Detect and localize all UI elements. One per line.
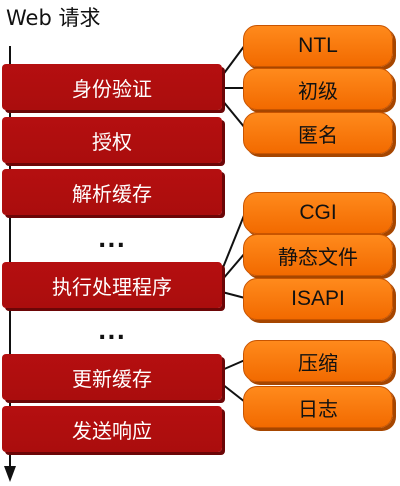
stage-resolve-cache: 解析缓存 [2,169,222,215]
option-static-file: 静态文件 [243,234,393,276]
stage-label: 身份验证 [72,76,152,101]
connector-update-log [221,383,246,403]
connector-auth-ntl [221,44,246,77]
connector-handler-isapi [221,291,246,299]
option-anonymous: 匿名 [243,112,393,154]
stage-execute-handler: 执行处理程序 [2,262,222,308]
connector-handler-static [221,252,246,281]
stage-label: 更新缓存 [72,366,152,391]
ellipsis-2: ... [97,320,127,345]
option-basic: 初级 [243,68,393,110]
stage-label: 发送响应 [72,418,152,443]
connector-auth-anon [221,99,246,129]
stage-label: 授权 [92,129,132,154]
option-cgi: CGI [243,192,393,234]
connector-handler-cgi [221,212,246,271]
option-compress: 压缩 [243,340,393,382]
stage-update-cache: 更新缓存 [2,354,222,400]
stage-authentication: 身份验证 [2,64,222,110]
option-ntl: NTL [243,25,393,67]
diagram-title: Web 请求 [6,6,101,30]
stage-label: 解析缓存 [72,181,152,206]
option-isapi: ISAPI [243,278,393,320]
option-log: 日志 [243,386,393,428]
ellipsis-1: ... [97,228,127,253]
stage-authorization: 授权 [2,117,222,163]
connector-update-compress [221,359,246,371]
stage-label: 执行处理程序 [52,274,172,299]
timeline-arrow-head [4,466,16,482]
stage-send-response: 发送响应 [2,406,222,452]
